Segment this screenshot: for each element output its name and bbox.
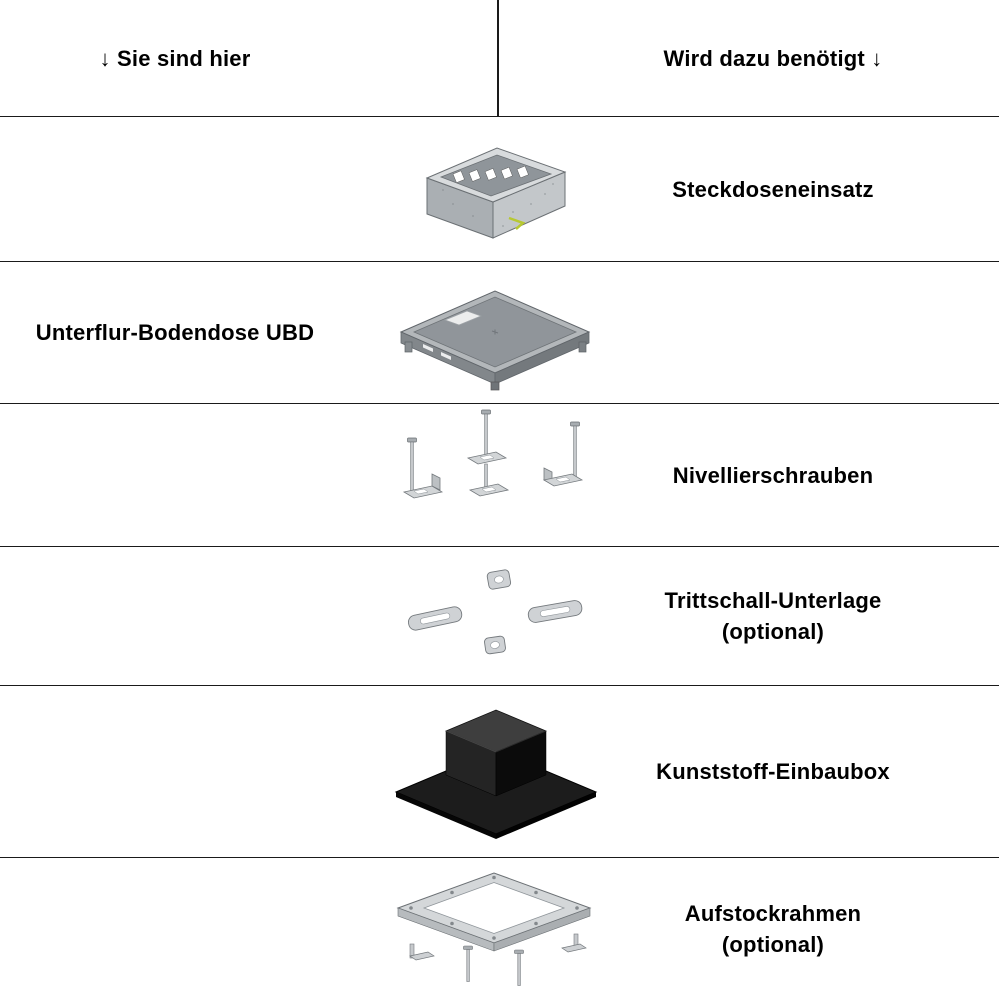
right-label-zone: Nivellierschrauben [640, 404, 999, 546]
plastic-mounting-box-illustration [394, 709, 597, 839]
row-unterflur-bodendose: Unterflur-Bodendose UBD [0, 262, 999, 404]
product-right-label: Aufstockrahmen [684, 901, 862, 926]
product-right-label-line2: (optional) [721, 932, 825, 957]
left-label-zone [0, 858, 350, 1000]
socket-insert-illustration [425, 147, 566, 239]
left-label-zone [0, 686, 350, 857]
impact-sound-pads-illustration [407, 569, 582, 655]
product-right-label-line2: (optional) [721, 619, 825, 644]
product-image-zone [350, 404, 640, 546]
left-label-zone [0, 404, 350, 546]
product-right-label: Nivellierschrauben [672, 462, 874, 488]
header-column-divider [497, 0, 499, 116]
header-spacer [350, 0, 640, 116]
product-left-label: Unterflur-Bodendose UBD [35, 320, 315, 345]
left-label-zone [0, 117, 350, 261]
you-are-here-label: ↓ Sie sind hier [99, 45, 251, 71]
table-header: ↓ Sie sind hier Wird dazu benötigt ↓ [0, 0, 999, 117]
right-label-zone [640, 262, 999, 403]
row-nivellierschrauben: Nivellierschrauben [0, 404, 999, 547]
product-right-label: Steckdoseneinsatz [672, 176, 874, 202]
left-label-zone [0, 547, 350, 685]
product-image-zone [350, 858, 640, 1000]
product-right-label: Kunststoff-Einbaubox [656, 759, 890, 784]
header-left-cell: ↓ Sie sind hier [0, 0, 350, 116]
product-image-zone [350, 547, 640, 685]
right-label-zone: Kunststoff-Einbaubox [640, 686, 999, 857]
needed-for-this-label: Wird dazu benötigt ↓ [663, 45, 883, 71]
product-right-label: Trittschall-Unterlage [664, 588, 882, 613]
product-image-zone [350, 686, 640, 857]
extension-frame-illustration [396, 872, 592, 986]
right-label-zone: Aufstockrahmen (optional) [640, 858, 999, 1000]
header-right-cell: Wird dazu benötigt ↓ [640, 0, 999, 116]
leveling-screws-illustration [402, 409, 583, 498]
row-trittschall-unterlage: Trittschall-Unterlage (optional) [0, 547, 999, 686]
row-kunststoff-einbaubox: Kunststoff-Einbaubox [0, 686, 999, 858]
right-label-zone: Steckdoseneinsatz [640, 117, 999, 261]
right-label-zone: Trittschall-Unterlage (optional) [640, 547, 999, 685]
product-image-zone [350, 117, 640, 261]
product-image-zone [350, 262, 640, 403]
underfloor-box-illustration [399, 289, 590, 390]
row-aufstockrahmen: Aufstockrahmen (optional) [0, 858, 999, 1000]
row-steckdoseneinsatz: Steckdoseneinsatz [0, 117, 999, 262]
header-right-label-box: Wird dazu benötigt ↓ [640, 43, 906, 74]
left-label-zone: Unterflur-Bodendose UBD [0, 262, 350, 403]
